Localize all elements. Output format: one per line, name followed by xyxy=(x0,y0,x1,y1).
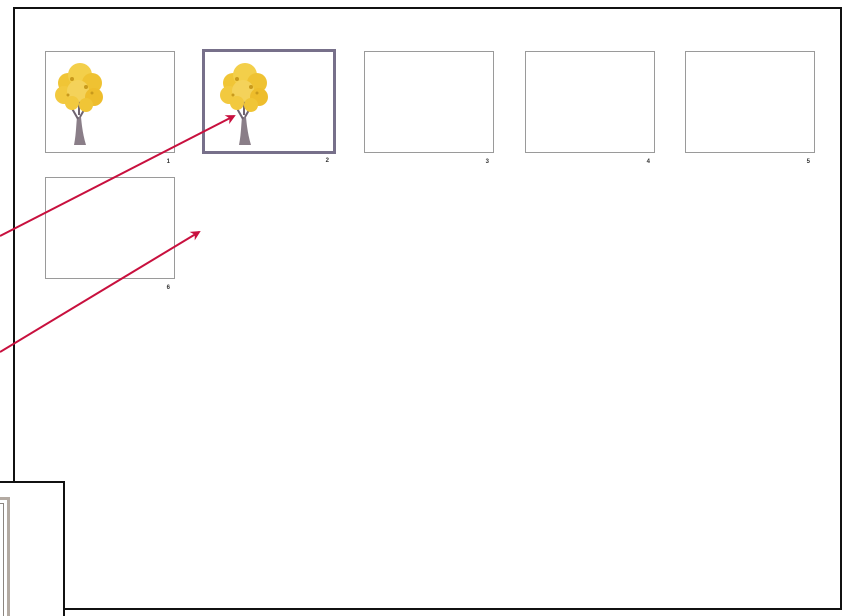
page-number-label: 3 xyxy=(485,159,489,165)
page-thumbnail-1[interactable]: 1 xyxy=(45,51,175,165)
page-thumbnail-3[interactable]: 3 xyxy=(364,51,494,165)
page-number-label: 5 xyxy=(806,159,810,165)
tree-icon xyxy=(220,63,268,145)
page-thumbnail-4[interactable]: 4 xyxy=(525,51,655,165)
panel-inner-border xyxy=(0,497,10,616)
tree-icon xyxy=(55,63,103,145)
page-number-label: 4 xyxy=(646,159,650,165)
page-number-label: 2 xyxy=(325,158,329,164)
page-thumbnail-6[interactable]: 6 xyxy=(45,177,175,291)
page-thumbnail-5[interactable]: 5 xyxy=(685,51,815,165)
page-thumbnail-2-selected[interactable]: 2 xyxy=(202,49,336,164)
page-number-label: 6 xyxy=(166,285,170,291)
secondary-panel xyxy=(0,481,65,616)
page-number-label: 1 xyxy=(166,159,170,165)
